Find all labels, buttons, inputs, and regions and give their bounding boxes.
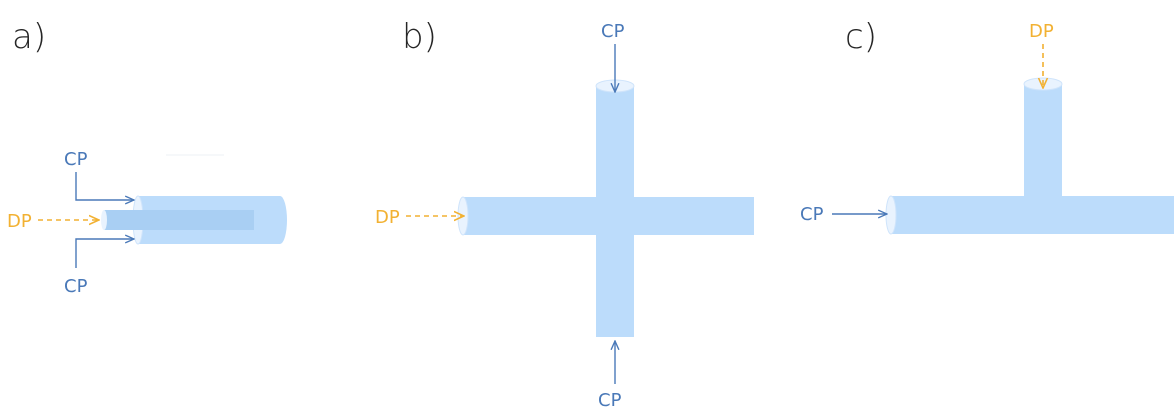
coflow-cp-top-label: CP xyxy=(64,149,88,170)
panel-a: a) CP CP DP xyxy=(7,17,287,297)
cross-dp-label: DP xyxy=(375,207,400,228)
panel-b-label: b) xyxy=(402,17,437,57)
cross-channel xyxy=(457,79,754,337)
panel-a-label: a) xyxy=(12,17,46,57)
panel-b: b) CP CP DP xyxy=(375,17,754,410)
coflow-inner-capillary xyxy=(101,210,254,230)
t-junction-channel xyxy=(885,77,1174,235)
coflow-cp-bottom-arrow xyxy=(75,239,134,268)
panel-c: c) DP CP xyxy=(800,17,1174,235)
cross-cp-top-label: CP xyxy=(601,21,625,42)
coflow-dp-label: DP xyxy=(7,211,32,232)
coflow-cp-top-arrow xyxy=(75,172,134,200)
cross-cp-bottom-label: CP xyxy=(598,390,622,410)
panel-c-label: c) xyxy=(845,17,877,57)
coflow-cp-bottom-label: CP xyxy=(64,276,88,297)
t-dp-label: DP xyxy=(1029,21,1054,42)
t-cp-label: CP xyxy=(800,204,824,225)
